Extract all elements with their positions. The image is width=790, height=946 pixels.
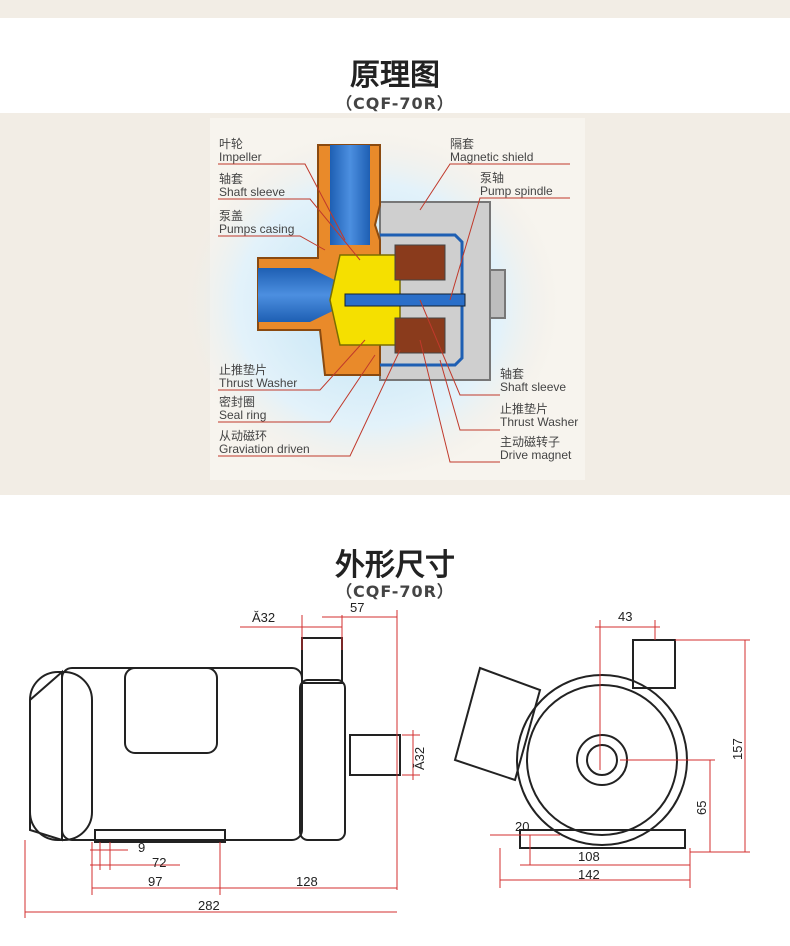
section2-model: （CQF-70R） (335, 582, 454, 601)
dim-inlet-dia: Ă32 (252, 610, 275, 625)
dim-20: 20 (515, 819, 529, 834)
front-view (453, 639, 688, 849)
label-drive-magnet-en: Drive magnet (500, 448, 572, 462)
label-seal-ring-en: Seal ring (219, 408, 266, 422)
side-view-dim-texts: Ă32 57 Ă32 9 72 97 128 282 (138, 600, 427, 913)
label-shaft-sleeve-en: Shaft sleeve (219, 185, 285, 199)
right-labels: 隔套 Magnetic shield 泵轴 Pump spindle 轴套 Sh… (450, 137, 578, 462)
side-view-dim-lines (24, 610, 420, 918)
label-drive-magnet-cn: 主动磁转子 (500, 434, 560, 449)
label-thrust-washer-en: Thrust Washer (219, 376, 297, 390)
label-shaft-sleeve-r-cn: 轴套 (500, 366, 524, 381)
dim-108: 108 (578, 849, 600, 864)
label-casing-en: Pumps casing (219, 222, 294, 236)
section2-title: 外形尺寸 (335, 548, 455, 583)
front-view-dim-texts: 43 157 65 20 108 142 (515, 609, 745, 882)
dim-outlet-dia: Ă32 (412, 747, 427, 770)
dim-97: 97 (148, 874, 162, 889)
leader-lines (218, 163, 570, 463)
label-shield-en: Magnetic shield (450, 150, 533, 164)
dim-128: 128 (296, 874, 318, 889)
outlet-passage (330, 145, 370, 245)
label-casing-cn: 泵盖 (219, 209, 243, 223)
dim-142: 142 (578, 867, 600, 882)
label-impeller-en: Impeller (219, 150, 262, 164)
driven-magnet-top (394, 244, 446, 281)
driven-magnet-bottom (394, 317, 446, 354)
label-thrust-washer-r-en: Thrust Washer (500, 415, 578, 429)
label-spindle-en: Pump spindle (480, 184, 553, 198)
motor-cap (489, 269, 506, 319)
section1-model: （CQF-70R） (335, 94, 454, 113)
dim-157: 157 (730, 738, 745, 760)
dim-282: 282 (198, 898, 220, 913)
dim-9: 9 (138, 840, 145, 855)
label-shaft-sleeve-r-en: Shaft sleeve (500, 380, 566, 394)
front-view-dim-lines (490, 620, 750, 888)
label-shield-cn: 隔套 (450, 137, 474, 151)
label-driven-magnet-cn: 从动磁环 (219, 428, 267, 443)
label-thrust-washer-r-cn: 止推垫片 (500, 401, 548, 416)
label-thrust-washer-cn: 止推垫片 (219, 362, 267, 377)
dim-43: 43 (618, 609, 632, 624)
dim-72: 72 (152, 855, 166, 870)
dim-65: 65 (694, 801, 709, 815)
label-driven-magnet-en: Graviation driven (219, 442, 310, 456)
title-background-strip (0, 18, 790, 113)
label-shaft-sleeve-cn: 轴套 (219, 171, 243, 186)
pump-spindle (344, 293, 466, 307)
label-impeller-cn: 叶轮 (219, 137, 243, 151)
label-seal-ring-cn: 密封圈 (219, 394, 255, 409)
pump-cross-section-diagram: 叶轮 Impeller 轴套 Shaft sleeve 泵盖 Pumps cas… (180, 130, 579, 480)
section1-title: 原理图 (350, 58, 440, 93)
left-labels: 叶轮 Impeller 轴套 Shaft sleeve 泵盖 Pumps cas… (219, 137, 310, 456)
side-view (29, 637, 401, 843)
dim-outlet-offset: 57 (350, 600, 364, 615)
inlet-passage (258, 268, 345, 322)
label-spindle-cn: 泵轴 (480, 170, 504, 185)
